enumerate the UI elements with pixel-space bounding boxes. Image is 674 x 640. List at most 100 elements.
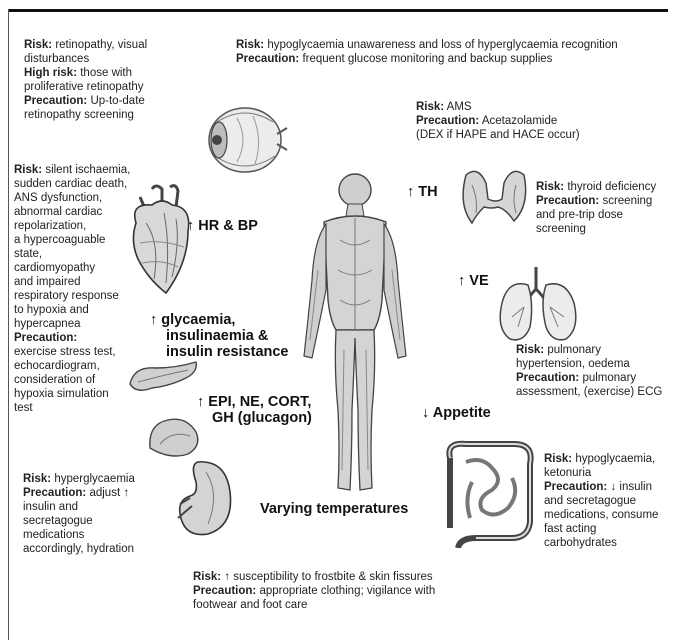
line-heading: Risk: bbox=[14, 164, 42, 176]
line-text: appropriate clothing; vigilance with bbox=[256, 585, 435, 597]
ams-risk-block: Risk: AMSPrecaution: Acetazolamide(DEX i… bbox=[416, 100, 580, 142]
text-line: proliferative retinopathy bbox=[24, 80, 147, 94]
thyroid-icon bbox=[458, 165, 530, 227]
text-line: to hypoxia and bbox=[14, 303, 130, 317]
lungs-icon bbox=[494, 263, 582, 343]
text-line: cardiomyopathy bbox=[14, 261, 130, 275]
cardiac-risk-block: Risk: silent ischaemia,sudden cardiac de… bbox=[14, 163, 130, 415]
line-heading: Risk: bbox=[193, 571, 221, 583]
glycaemia-label-1: ↑ glycaemia, bbox=[150, 312, 235, 328]
line-text: ketonuria bbox=[544, 467, 591, 479]
hr-bp-label: ↑ HR & BP bbox=[187, 218, 258, 234]
text-line: insulin and bbox=[23, 500, 135, 514]
intestine-risk-block: Risk: hypoglycaemia,ketonuriaPrecaution:… bbox=[544, 452, 658, 550]
text-line: carbohydrates bbox=[544, 536, 658, 550]
line-text: disturbances bbox=[24, 53, 89, 65]
line-heading: Precaution: bbox=[236, 53, 299, 65]
text-line: medications bbox=[23, 528, 135, 542]
text-line: Risk: AMS bbox=[416, 100, 580, 114]
line-text: medications, consume bbox=[544, 509, 658, 521]
line-heading: Precaution: bbox=[14, 332, 77, 344]
text-line: state, bbox=[14, 247, 130, 261]
text-line: ketonuria bbox=[544, 466, 658, 480]
line-heading: Risk: bbox=[416, 101, 444, 113]
line-text: retinopathy, visual bbox=[52, 39, 147, 51]
line-text: state, bbox=[14, 248, 42, 260]
hypoglycaemia-risk-block: Risk: hypoglycaemia unawareness and loss… bbox=[236, 38, 618, 66]
line-text: those with bbox=[77, 67, 132, 79]
body-icon bbox=[300, 170, 410, 500]
line-text: hypoglycaemia, bbox=[572, 453, 655, 465]
line-text: hypoxia simulation bbox=[14, 388, 109, 400]
text-line: Precaution: appropriate clothing; vigila… bbox=[193, 584, 435, 598]
line-text: abnormal cardiac bbox=[14, 206, 102, 218]
text-line: hypercapnea bbox=[14, 317, 130, 331]
text-line: Risk: thyroid deficiency bbox=[536, 180, 656, 194]
line-text: to hypoxia and bbox=[14, 304, 89, 316]
epi-label-2: GH (glucagon) bbox=[212, 410, 312, 426]
intestine-icon bbox=[436, 438, 540, 548]
line-heading: High risk: bbox=[24, 67, 77, 79]
line-text: hypoglycaemia unawareness and loss of hy… bbox=[264, 39, 618, 51]
ve-label: ↑ VE bbox=[458, 273, 489, 289]
line-heading: Risk: bbox=[24, 39, 52, 51]
line-text: sudden cardiac death, bbox=[14, 178, 127, 190]
line-text: hypercapnea bbox=[14, 318, 81, 330]
text-line: Risk: silent ischaemia, bbox=[14, 163, 130, 177]
eye-icon bbox=[197, 100, 289, 180]
text-line: Precaution: adjust ↑ bbox=[23, 486, 135, 500]
text-line: consideration of bbox=[14, 373, 130, 387]
line-text: insulin and bbox=[23, 501, 78, 513]
text-line: ANS dysfunction, bbox=[14, 191, 130, 205]
pancreas-icon bbox=[126, 358, 200, 396]
text-line: (DEX if HAPE and HACE occur) bbox=[416, 128, 580, 142]
text-line: Risk: pulmonary bbox=[516, 343, 662, 357]
line-text: adjust ↑ bbox=[86, 487, 129, 499]
line-text: and secretagogue bbox=[544, 495, 636, 507]
text-line: and impaired bbox=[14, 275, 130, 289]
text-line: retinopathy screening bbox=[24, 108, 147, 122]
temperature-label: Varying temperatures bbox=[260, 501, 408, 517]
line-heading: Precaution: bbox=[544, 481, 607, 493]
line-text: exercise stress test, bbox=[14, 346, 116, 358]
text-line: High risk: those with bbox=[24, 66, 147, 80]
glycaemia-label-2: insulinaemia & bbox=[166, 328, 268, 344]
line-text: secretagogue bbox=[23, 515, 93, 527]
text-line: hypertension, oedema bbox=[516, 357, 662, 371]
line-text: screening bbox=[536, 223, 586, 235]
line-text: cardiomyopathy bbox=[14, 262, 95, 274]
line-text: Acetazolamide bbox=[479, 115, 557, 127]
heart-icon bbox=[126, 183, 196, 301]
text-line: Precaution: Acetazolamide bbox=[416, 114, 580, 128]
text-line: a hypercoaguable bbox=[14, 233, 130, 247]
line-text: Up-to-date bbox=[87, 95, 145, 107]
line-text: proliferative retinopathy bbox=[24, 81, 144, 93]
frostbite-risk-block: Risk: ↑ susceptibility to frostbite & sk… bbox=[193, 570, 435, 612]
line-text: hypertension, oedema bbox=[516, 358, 630, 370]
text-line: respiratory response bbox=[14, 289, 130, 303]
th-label: ↑ TH bbox=[407, 184, 438, 200]
line-heading: Risk: bbox=[536, 181, 564, 193]
line-heading: Precaution: bbox=[516, 372, 579, 384]
line-heading: Precaution: bbox=[24, 95, 87, 107]
text-line: echocardiogram, bbox=[14, 359, 130, 373]
line-text: accordingly, hydration bbox=[23, 543, 134, 555]
line-text: footwear and foot care bbox=[193, 599, 307, 611]
line-text: frequent glucose monitoring and backup s… bbox=[299, 53, 552, 65]
line-text: pulmonary bbox=[579, 372, 636, 384]
line-text: fast acting bbox=[544, 523, 596, 535]
line-text: ↑ susceptibility to frostbite & skin fis… bbox=[221, 571, 433, 583]
line-text: respiratory response bbox=[14, 290, 119, 302]
text-line: test bbox=[14, 401, 130, 415]
line-text: silent ischaemia, bbox=[42, 164, 130, 176]
text-line: abnormal cardiac bbox=[14, 205, 130, 219]
text-line: exercise stress test, bbox=[14, 345, 130, 359]
text-line: footwear and foot care bbox=[193, 598, 435, 612]
line-text: test bbox=[14, 402, 33, 414]
text-line: Precaution: pulmonary bbox=[516, 371, 662, 385]
line-text: consideration of bbox=[14, 374, 95, 386]
text-line: hypoxia simulation bbox=[14, 387, 130, 401]
line-text: hyperglycaemia bbox=[51, 473, 135, 485]
retina-risk-block: Risk: retinopathy, visualdisturbancesHig… bbox=[24, 38, 147, 122]
text-line: medications, consume bbox=[544, 508, 658, 522]
